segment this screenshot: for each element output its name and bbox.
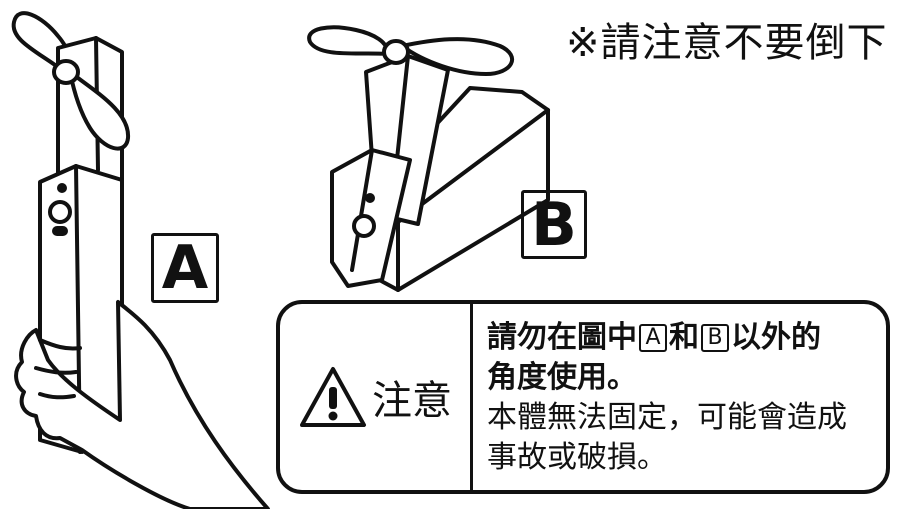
warning-line-1-pre: 請勿在圖中 (487, 320, 637, 355)
hand-a (14, 300, 270, 509)
fan-a-power-button (48, 200, 72, 224)
fan-a-led-dot (57, 183, 67, 193)
warning-title: 注意 (372, 378, 452, 424)
warning-line-1-mid: 和 (669, 320, 699, 355)
fan-a-port (52, 226, 68, 236)
fan-b-hub (382, 39, 410, 65)
fan-b-blade-right (400, 37, 514, 76)
fan-a-hub (52, 59, 80, 85)
fan-b-blade-left (307, 25, 390, 56)
warning-line-2: 角度使用。 (487, 360, 637, 395)
fan-a-blade-front (68, 70, 131, 151)
figure-b-fan-on-stand (307, 25, 550, 292)
label-a-text: A (161, 233, 209, 303)
inline-label-a: A (639, 324, 667, 352)
warning-line-1-post: 以外的 (731, 320, 821, 355)
caution-note: ※請注意不要倒下 (566, 20, 888, 66)
warning-triangle-icon (300, 367, 366, 427)
warning-header: 注意 (280, 304, 473, 490)
label-box-b: B (521, 189, 587, 260)
label-b-text: B (531, 189, 577, 260)
fan-b-led-dot (365, 193, 375, 203)
fan-b-power-button (352, 214, 376, 238)
warning-line-4: 事故或破損。 (487, 440, 667, 475)
label-box-a: A (151, 233, 219, 303)
figure-a-handheld-fan (11, 11, 270, 509)
inline-label-b: B (701, 324, 729, 352)
warning-line-3: 本體無法固定，可能會造成 (487, 400, 847, 435)
